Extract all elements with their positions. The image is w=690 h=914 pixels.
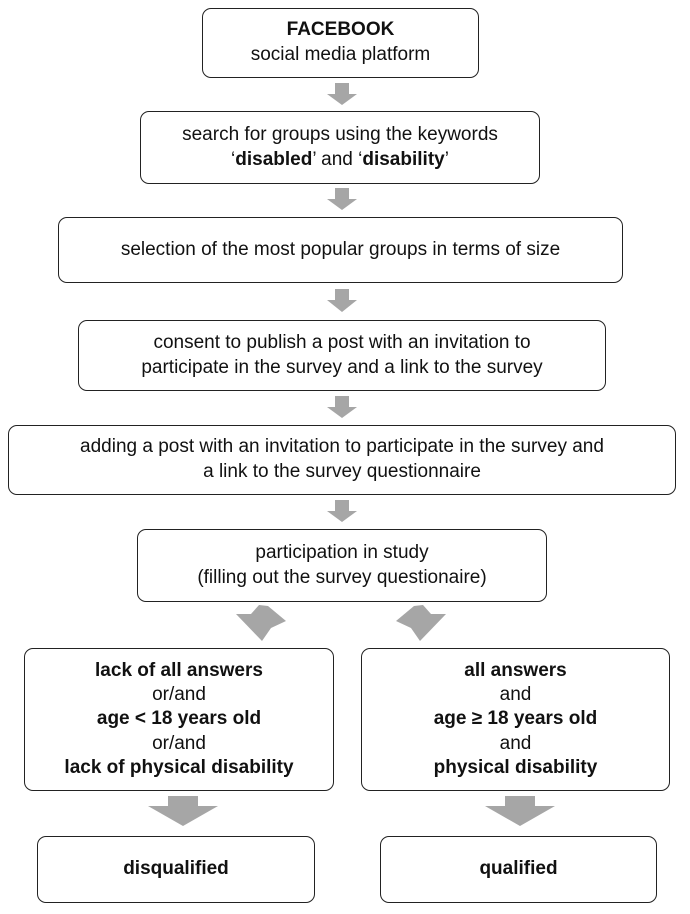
search-line1: search for groups using the keywords <box>182 123 498 145</box>
diagonal-arrow-right <box>396 605 446 641</box>
down-arrow-3 <box>327 289 357 312</box>
consent-line1: consent to publish a post with an invita… <box>153 331 531 353</box>
exclusion-l5: lack of physical disability <box>64 756 294 778</box>
quote-close-2: ’ <box>444 148 449 170</box>
search-box: search for groups using the keywords ‘di… <box>140 111 540 184</box>
down-arrow-2 <box>327 188 357 210</box>
selection-text: selection of the most popular groups in … <box>120 238 561 260</box>
participation-line1: participation in study <box>255 541 429 563</box>
platform-subtitle: social media platform <box>250 44 431 65</box>
participation-line2: (filling out the survey questionaire) <box>197 566 487 588</box>
inclusion-criteria-box: all answers and age ≥ 18 years old and p… <box>361 648 670 791</box>
adding-post-box: adding a post with an invitation to part… <box>8 425 676 495</box>
quote-mid: ’ and ‘ <box>312 148 363 170</box>
adding-line1: adding a post with an invitation to part… <box>80 436 604 458</box>
consent-line2: participate in the survey and a link to … <box>141 356 543 378</box>
search-line2: ‘disabled’ and ‘disability’ <box>231 148 449 173</box>
keyword-disabled: disabled <box>235 148 313 170</box>
exclusion-l2: or/and <box>152 684 206 706</box>
down-arrow-right-outcome <box>485 796 555 826</box>
inclusion-l1: all answers <box>464 659 567 681</box>
disqualified-box: disqualified <box>37 836 315 903</box>
exclusion-l3: age < 18 years old <box>96 708 262 730</box>
diagonal-arrow-left <box>236 605 286 641</box>
consent-box: consent to publish a post with an invita… <box>78 320 606 391</box>
quote-open-1: ‘ <box>231 148 236 170</box>
keyword-disability: disability <box>362 148 445 170</box>
disqualified-text: disqualified <box>123 858 229 880</box>
platform-box: FACEBOOK social media platform <box>202 8 479 78</box>
inclusion-l2: and <box>499 684 532 706</box>
inclusion-l5: physical disability <box>433 756 598 778</box>
down-arrow-4 <box>327 396 357 418</box>
inclusion-l4: and <box>499 732 532 754</box>
participation-box: participation in study (filling out the … <box>137 529 547 602</box>
exclusion-l4: or/and <box>152 732 206 754</box>
down-arrow-5 <box>327 500 357 522</box>
adding-line2: a link to the survey questionnaire <box>203 461 481 482</box>
down-arrow-1 <box>327 83 357 105</box>
down-arrow-left-outcome <box>148 796 218 826</box>
platform-title: FACEBOOK <box>286 19 395 41</box>
selection-box: selection of the most popular groups in … <box>58 217 623 283</box>
exclusion-criteria-box: lack of all answers or/and age < 18 year… <box>24 648 334 791</box>
exclusion-l1: lack of all answers <box>95 659 263 681</box>
qualified-box: qualified <box>380 836 657 903</box>
qualified-text: qualified <box>479 858 558 880</box>
inclusion-l3: age ≥ 18 years old <box>433 708 598 730</box>
